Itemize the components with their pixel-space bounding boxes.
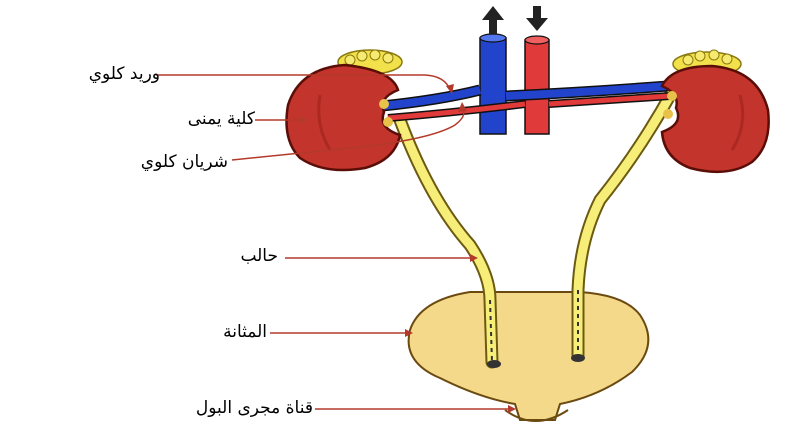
label-urethra: قناة مجرى البول <box>196 398 313 418</box>
bladder-shape <box>409 292 649 420</box>
right-kidney <box>287 65 401 170</box>
vena-cava <box>480 38 506 134</box>
label-renal-artery: شريان كلوي <box>141 152 228 172</box>
arrow-up-icon <box>482 6 504 34</box>
pointer-ureter <box>285 254 478 262</box>
left-kidney <box>662 66 769 172</box>
arrow-down-icon <box>526 6 548 31</box>
label-ureter: حالب <box>240 246 278 266</box>
pointer-bladder <box>270 329 413 337</box>
pointer-urethra <box>315 405 516 413</box>
label-renal-vein: وريد كلوي <box>89 64 160 84</box>
pointer-right-kidney <box>255 116 308 124</box>
label-bladder: المثانة <box>223 322 267 342</box>
aorta <box>525 40 549 134</box>
label-right-kidney: كلية يمنى <box>188 109 255 129</box>
